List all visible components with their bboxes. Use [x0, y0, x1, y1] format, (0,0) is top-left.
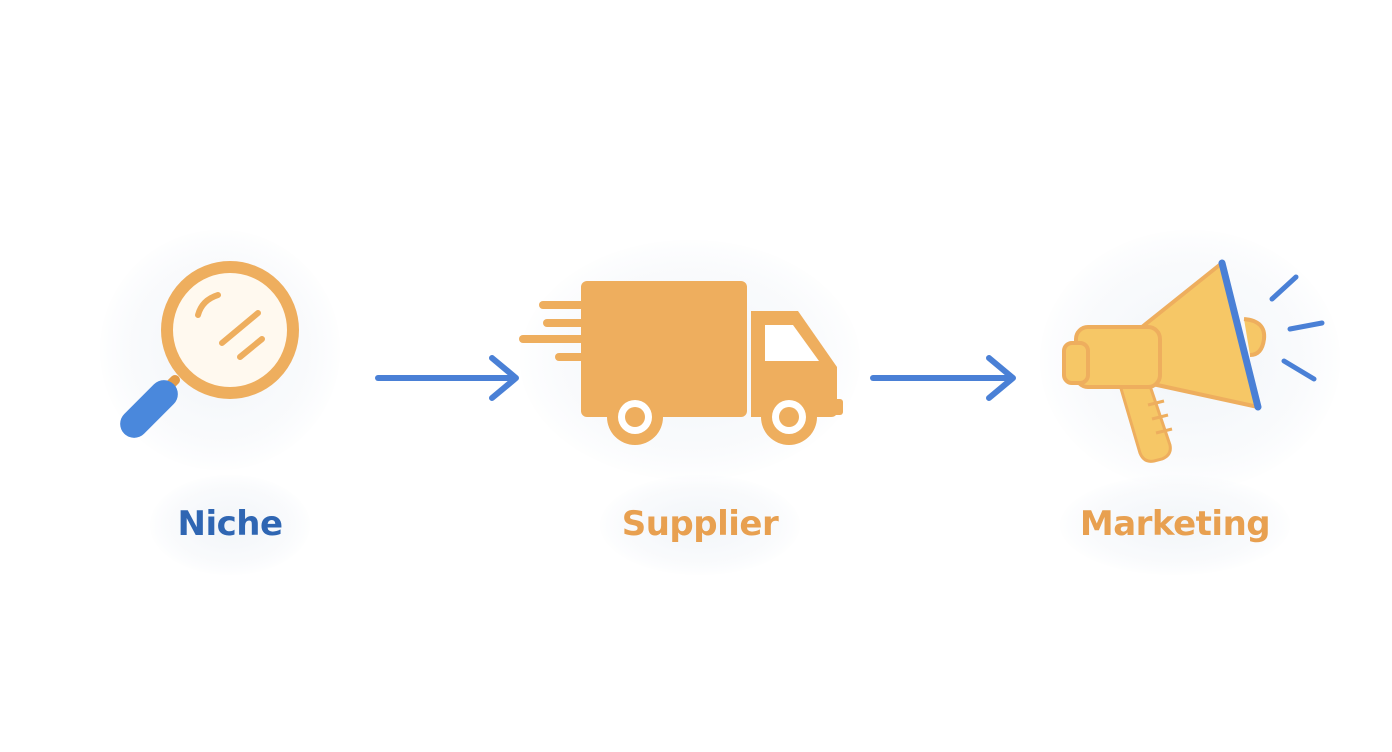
delivery-truck-icon [515, 275, 850, 450]
arrow-right-icon [374, 352, 524, 404]
step-label-marketing: Marketing [1079, 504, 1271, 544]
step-label-supplier: Supplier [621, 504, 779, 544]
arrow-right-icon [869, 352, 1021, 404]
marketing-label-glow [1060, 475, 1290, 575]
supplier-label-glow [600, 475, 800, 575]
niche-label-glow [150, 475, 310, 575]
step-label-niche: Niche [177, 504, 283, 544]
magnifying-glass-icon [110, 255, 310, 455]
megaphone-icon [1058, 255, 1333, 470]
